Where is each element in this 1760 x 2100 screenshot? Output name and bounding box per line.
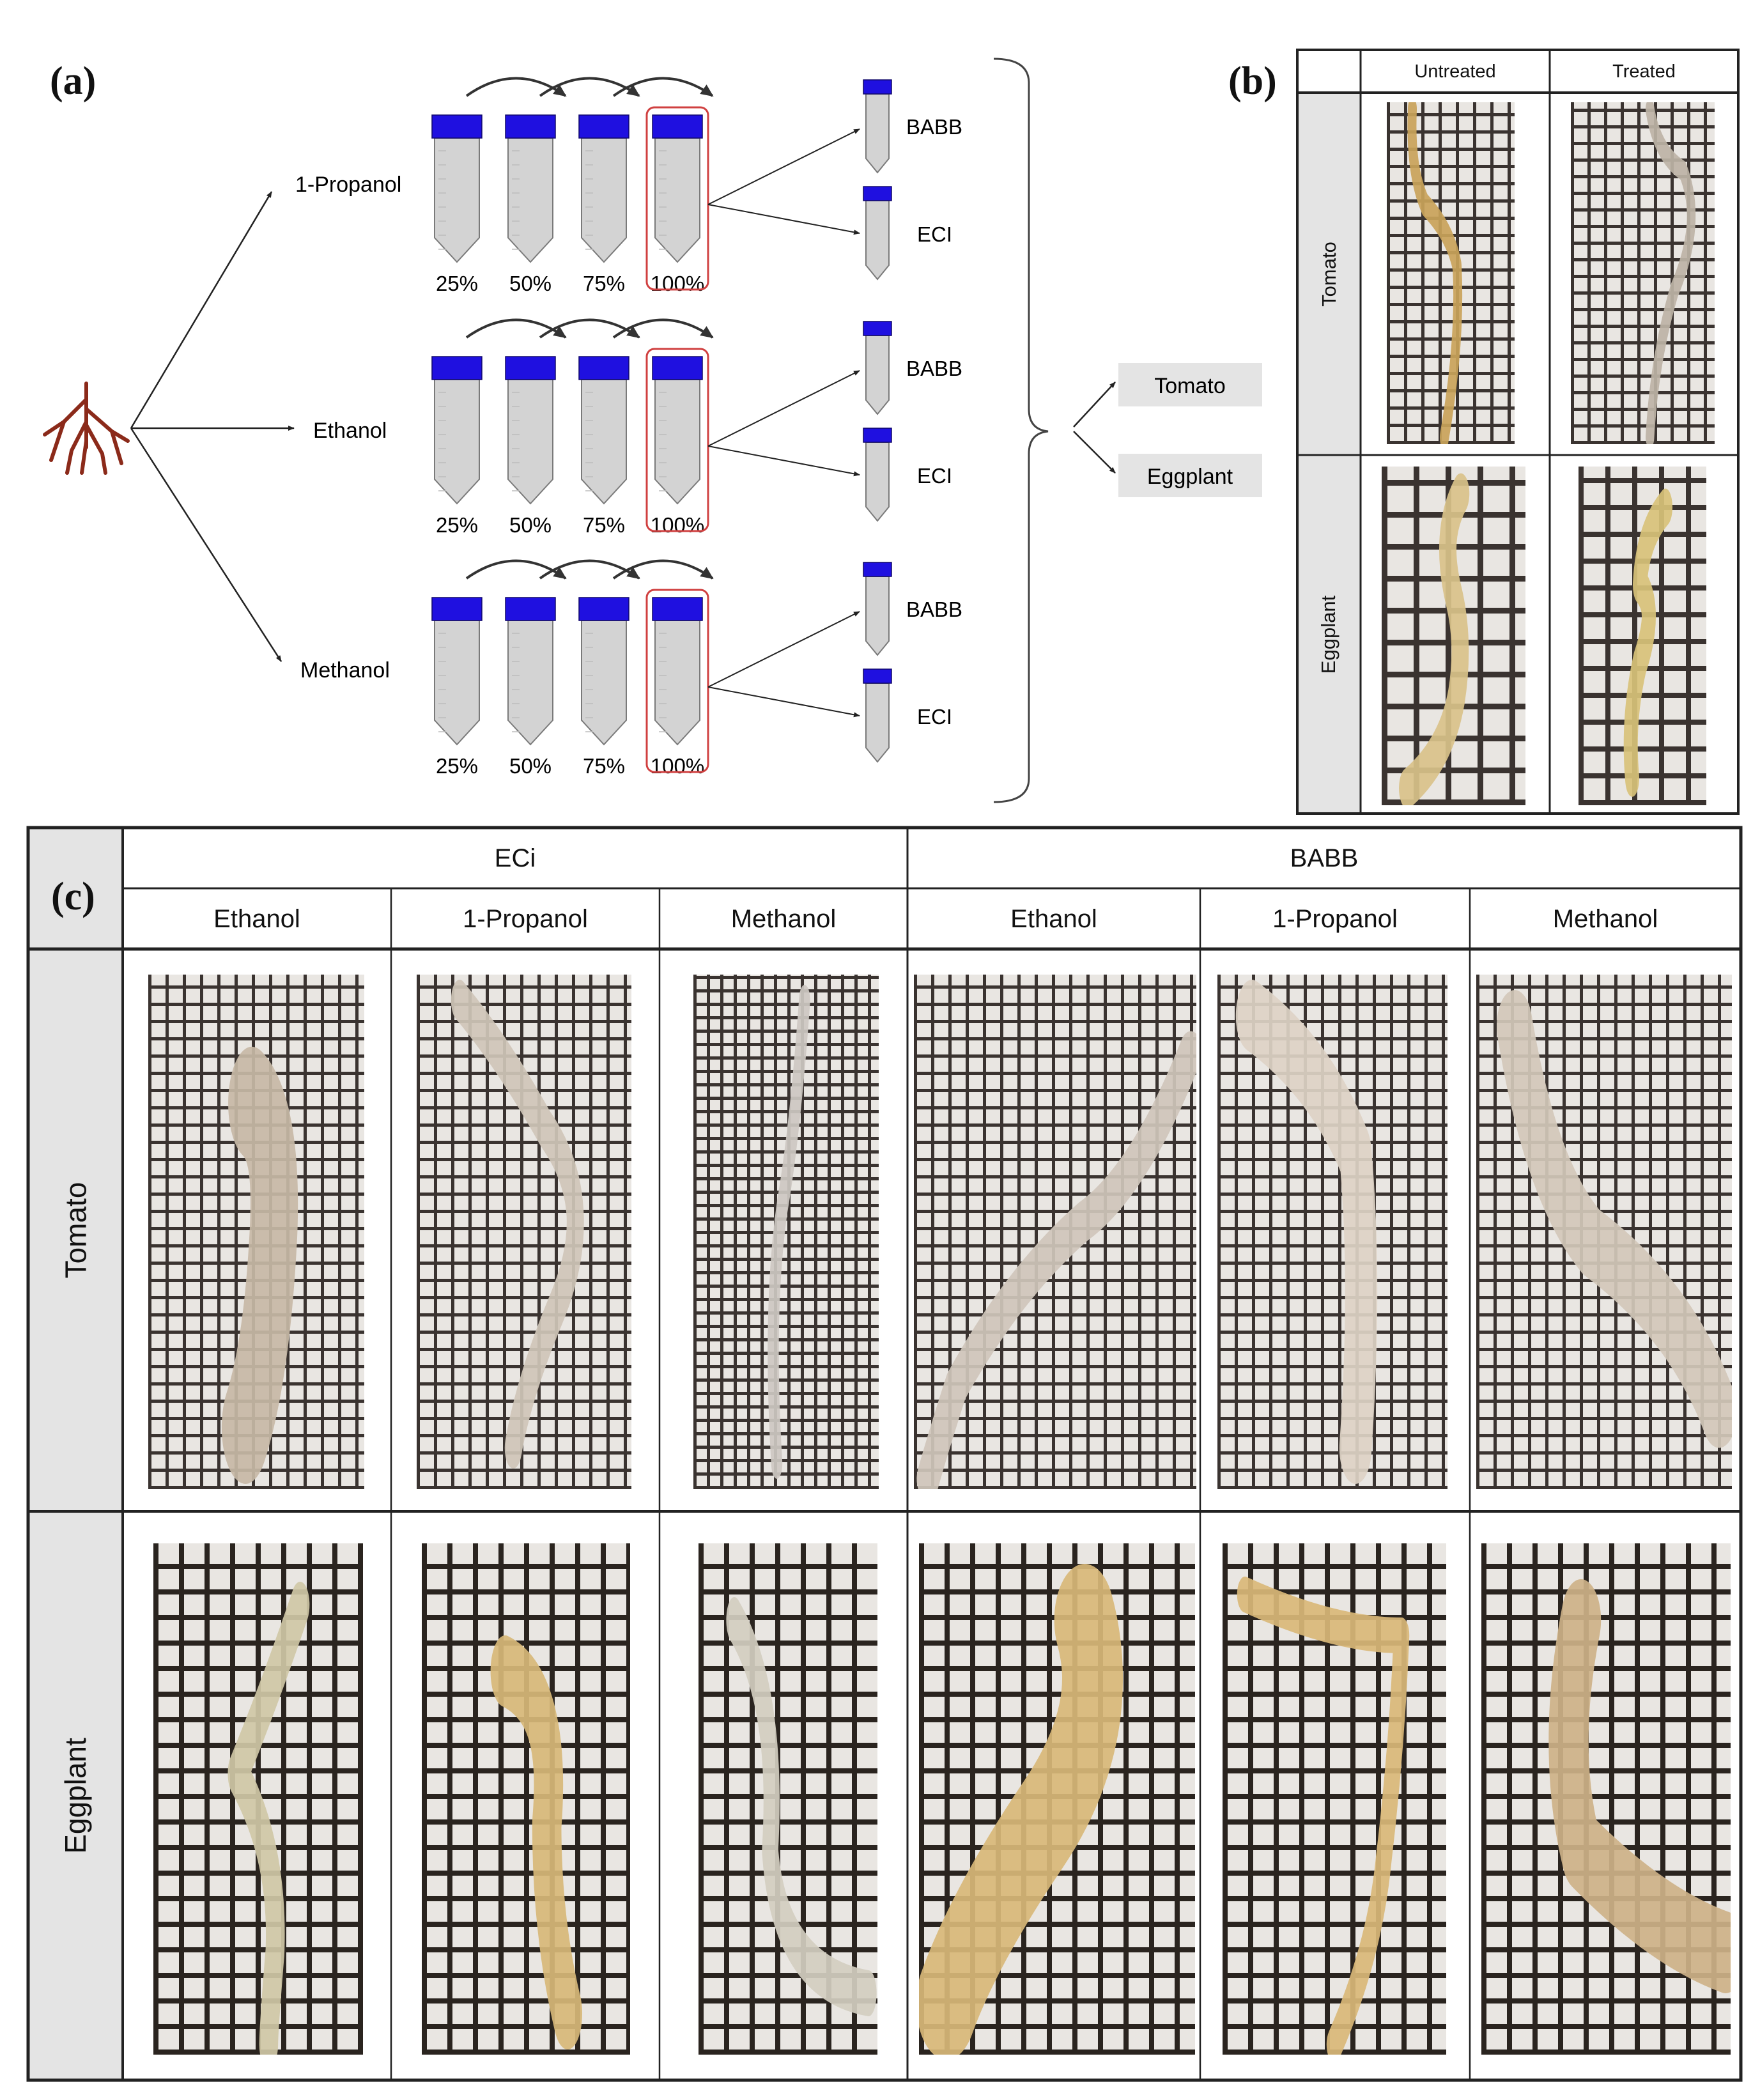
photo-eggplant-treated xyxy=(1579,467,1706,805)
concentration-label: 75% xyxy=(583,513,625,537)
photo-eggplant-untreated xyxy=(1382,467,1525,805)
workflow-diagram: 1-Propanol Ethanol Methanol 25% 50% 75% 100… xyxy=(43,58,1262,803)
concentration-label: 75% xyxy=(583,272,625,295)
photo-tomato-treated xyxy=(1571,102,1715,444)
panel-label-a: (a) xyxy=(50,59,96,103)
species-box-tomato xyxy=(1118,363,1262,406)
concentration-label: 100% xyxy=(651,513,704,537)
panel-label-c: (c) xyxy=(51,875,95,918)
col-header-babb-methanol: Methanol xyxy=(1552,904,1658,933)
clearing-agent-label: BABB xyxy=(906,598,962,621)
col-header-untreated: Untreated xyxy=(1414,61,1496,82)
panel-b-frame xyxy=(1296,49,1740,815)
clearing-agent-label: ECI xyxy=(917,705,952,729)
tube-icon xyxy=(652,356,703,505)
col-header-eci-propanol: 1-Propanol xyxy=(463,904,588,933)
species-box-eggplant xyxy=(1118,454,1262,497)
concentration-label: 25% xyxy=(436,513,478,537)
concentration-label: 50% xyxy=(509,754,552,778)
col-header-babb-propanol: 1-Propanol xyxy=(1272,904,1398,933)
arrow-to-eci xyxy=(707,445,860,477)
photo-tomato-1 xyxy=(417,975,631,1489)
solvent-label: Ethanol xyxy=(313,419,387,443)
photo-tomato-2 xyxy=(693,975,879,1489)
photo-tomato-4 xyxy=(1217,975,1447,1489)
tube-icon xyxy=(652,597,703,746)
col-header-eci-ethanol: Ethanol xyxy=(213,904,300,933)
clearing-agent-label: ECI xyxy=(917,222,952,246)
tube-icon xyxy=(578,597,629,746)
tube-icon xyxy=(505,356,556,505)
panel-label-b: (b) xyxy=(1228,59,1277,103)
row-header-tomato-c: Tomato xyxy=(59,1182,93,1279)
col-header-treated: Treated xyxy=(1612,61,1676,82)
photo-eggplant-2 xyxy=(699,1543,877,2055)
tube-icon xyxy=(863,321,892,415)
arrow-to-eci xyxy=(707,686,860,718)
tube-icon xyxy=(652,114,703,263)
group-header-eci: ECi xyxy=(494,844,536,872)
tube-icon xyxy=(863,186,892,281)
photo-tomato-untreated xyxy=(1387,102,1515,444)
tube-icon xyxy=(431,356,482,505)
solvent-label: Methanol xyxy=(300,658,390,683)
concentration-label: 50% xyxy=(509,513,552,537)
species-label: Eggplant xyxy=(1147,465,1233,489)
tube-icon xyxy=(863,668,892,763)
highlight-100-box xyxy=(645,348,709,532)
photo-eggplant-3 xyxy=(919,1543,1195,2055)
concentration-label: 50% xyxy=(509,272,552,295)
curved-arrow-icon xyxy=(612,77,714,97)
clearing-agent-label: BABB xyxy=(906,357,962,380)
solvent-label: 1-Propanol xyxy=(295,173,401,197)
clearing-agent-label: BABB xyxy=(906,115,962,139)
highlight-100-box xyxy=(645,589,709,773)
concentration-label: 100% xyxy=(651,272,704,295)
tube-icon xyxy=(863,79,892,174)
curved-arrow-icon xyxy=(612,318,714,339)
photo-eggplant-5 xyxy=(1481,1543,1731,2055)
arrow-to-methanol xyxy=(130,428,282,662)
photo-eggplant-1 xyxy=(422,1543,630,2055)
root-icon xyxy=(43,382,130,475)
arrow-to-tomato xyxy=(1073,382,1116,428)
photo-eggplant-4 xyxy=(1223,1543,1446,2055)
concentration-label: 25% xyxy=(436,272,478,295)
col-header-eci-methanol: Methanol xyxy=(730,904,837,933)
tube-icon xyxy=(578,356,629,505)
concentration-label: 100% xyxy=(651,754,704,778)
clearing-agent-label: ECI xyxy=(917,464,952,488)
tube-icon xyxy=(431,597,482,746)
arrow-to-eci xyxy=(707,204,860,235)
arrow-to-propanol xyxy=(130,191,273,429)
concentration-label: 75% xyxy=(583,754,625,778)
tube-icon xyxy=(863,562,892,656)
concentration-label: 25% xyxy=(436,754,478,778)
arrow-to-eggplant xyxy=(1073,431,1116,474)
row-header-eggplant-c: Eggplant xyxy=(59,1738,93,1854)
species-label: Tomato xyxy=(1154,374,1226,398)
arrow-to-babb xyxy=(707,128,860,205)
curved-arrow-icon xyxy=(612,559,714,580)
photo-tomato-5 xyxy=(1476,975,1732,1489)
bracket xyxy=(993,58,1049,803)
tube-icon xyxy=(505,114,556,263)
tube-icon xyxy=(863,428,892,522)
tube-icon xyxy=(578,114,629,263)
arrow-to-babb xyxy=(707,611,860,688)
photo-eggplant-0 xyxy=(153,1543,363,2055)
tube-icon xyxy=(431,114,482,263)
photo-tomato-3 xyxy=(914,975,1196,1489)
highlight-100-box xyxy=(645,106,709,291)
arrow-to-babb xyxy=(707,370,860,447)
group-header-babb: BABB xyxy=(1290,844,1359,872)
col-header-babb-ethanol: Ethanol xyxy=(1010,904,1097,933)
tube-icon xyxy=(505,597,556,746)
photo-tomato-0 xyxy=(148,975,364,1489)
